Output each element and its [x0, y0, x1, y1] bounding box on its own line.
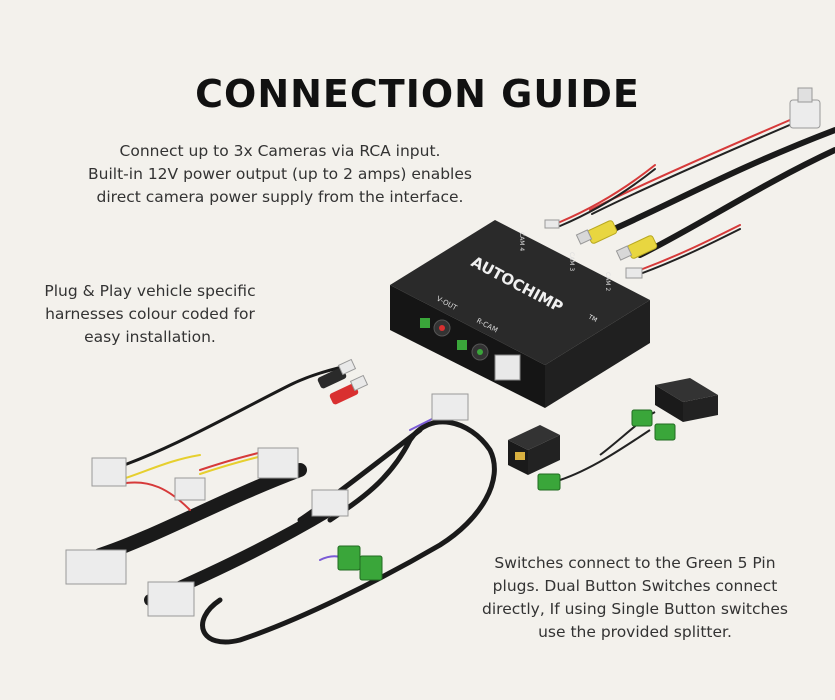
white-connector — [311, 489, 349, 517]
splitter-cable — [537, 409, 676, 491]
trademark-mark: TM — [586, 313, 598, 324]
green-5-pin-plug — [337, 545, 361, 571]
port-label-cam2: CAM 2 — [604, 272, 611, 291]
port-label-cam4: CAM 4 — [518, 232, 525, 251]
oem-connector — [65, 549, 127, 585]
switch-line: plugs. Dual Button Switches connect — [492, 577, 778, 595]
cameras-line: Built-in 12V power output (up to 2 amps)… — [88, 165, 472, 183]
switch-line: Switches connect to the Green 5 Pin — [494, 554, 776, 572]
green-5-pin-plug — [631, 409, 653, 427]
harness-connectors — [65, 393, 469, 617]
rca-yellow-plug — [615, 235, 658, 261]
cameras-description: Connect up to 3x Cameras via RCA input. … — [70, 140, 490, 209]
green-5-pin-plug — [359, 555, 383, 581]
green-5-pin-plug — [537, 473, 561, 491]
camera-cables — [544, 87, 835, 275]
interface-box: AUTOCHIMP TM CAM 4 CAM 3 CAM 2 V-OUT R-C… — [390, 220, 650, 408]
harness-description: Plug & Play vehicle specific harnesses c… — [20, 280, 280, 349]
cameras-line: Connect up to 3x Cameras via RCA input. — [119, 142, 441, 160]
green-5-pin-plug — [654, 423, 676, 441]
page-title: CONNECTION GUIDE — [195, 72, 640, 116]
white-connector — [91, 457, 127, 487]
white-connector — [257, 447, 299, 479]
port-label-cam3: CAM 3 — [568, 252, 575, 271]
cameras-line: direct camera power supply from the inte… — [96, 188, 464, 206]
rca-yellow-plug — [575, 220, 618, 245]
harness-line: easy installation. — [84, 328, 216, 346]
small-connector — [625, 267, 643, 279]
white-connector — [431, 393, 469, 421]
oem-connector — [147, 581, 195, 617]
green-port — [420, 318, 430, 328]
switch-description: Switches connect to the Green 5 Pin plug… — [460, 552, 810, 644]
dual-button-switch — [655, 378, 718, 422]
white-connector — [174, 477, 206, 501]
harness-line: Plug & Play vehicle specific — [44, 282, 256, 300]
switch-line: use the provided splitter. — [538, 623, 732, 641]
switch-line: directly, If using Single Button switche… — [482, 600, 788, 618]
harness-port — [494, 354, 521, 381]
harness-line: harnesses colour coded for — [45, 305, 255, 323]
single-button-switch — [508, 425, 560, 475]
rca-red-white-plugs — [317, 358, 369, 405]
